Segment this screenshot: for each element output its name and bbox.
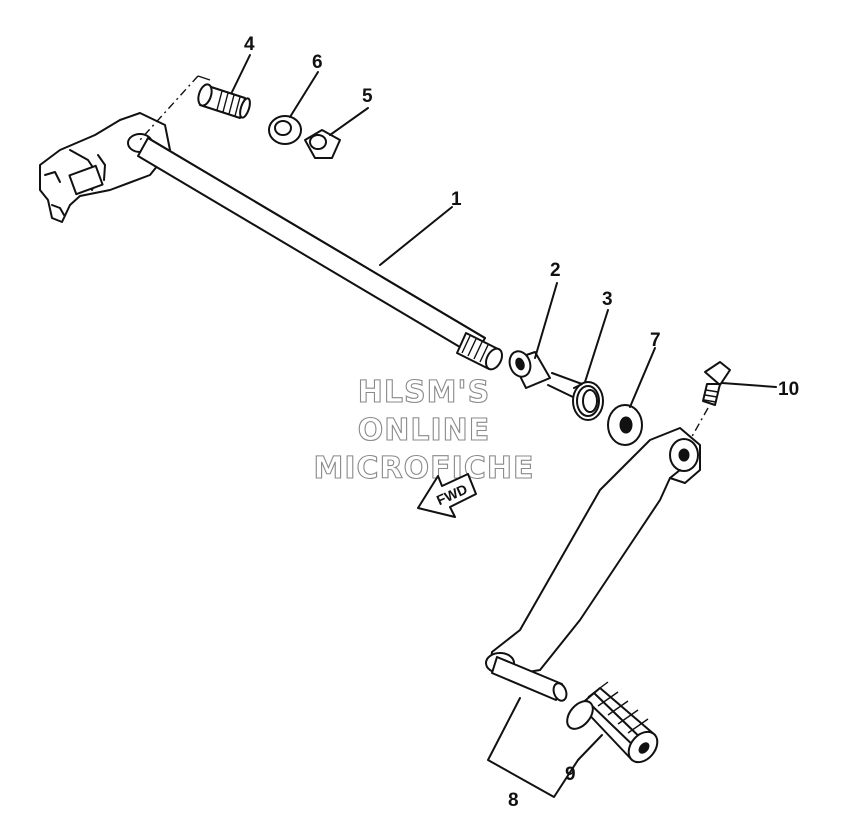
- callout-6: 6: [312, 52, 323, 73]
- callout-5: 5: [362, 86, 373, 107]
- callout-3: 3: [602, 289, 613, 310]
- callout-7: 7: [650, 330, 661, 351]
- part-1-shift-shaft: [39, 112, 503, 371]
- callout-1: 1: [451, 189, 462, 210]
- part-9-pedal-rubber: [566, 681, 659, 764]
- part-6-nut: [268, 115, 302, 145]
- callout-9: 9: [565, 764, 576, 785]
- watermark-line-3: MICROFICHE: [314, 451, 535, 486]
- watermark-line-1: HLSM'S: [358, 375, 490, 410]
- part-10-pinch-bolt: [702, 361, 731, 406]
- callout-8: 8: [508, 790, 519, 811]
- alignment-line-4: [139, 75, 199, 141]
- alignment-line-10: [689, 407, 709, 441]
- callout-10: 10: [778, 379, 799, 400]
- part-2-collar: [508, 350, 551, 389]
- callouts: 1 2 3 4 5 6 7 8 9 10: [244, 34, 799, 811]
- part-7-washer: [607, 404, 643, 446]
- watermark-line-2: ONLINE: [358, 413, 491, 448]
- callout-2: 2: [550, 260, 561, 281]
- part-3-torsion-spring: [547, 372, 604, 421]
- part-8-shift-pedal: [485, 427, 701, 702]
- watermark: HLSM'S ONLINE MICROFICHE: [313, 374, 535, 486]
- callout-4: 4: [244, 34, 255, 55]
- part-4-stud-bolt: [197, 83, 251, 119]
- leader-lines: [231, 54, 777, 798]
- fwd-arrow: FWD: [417, 473, 477, 518]
- alignment-line-4b: [197, 75, 211, 81]
- part-5-lock-washer: [304, 129, 341, 159]
